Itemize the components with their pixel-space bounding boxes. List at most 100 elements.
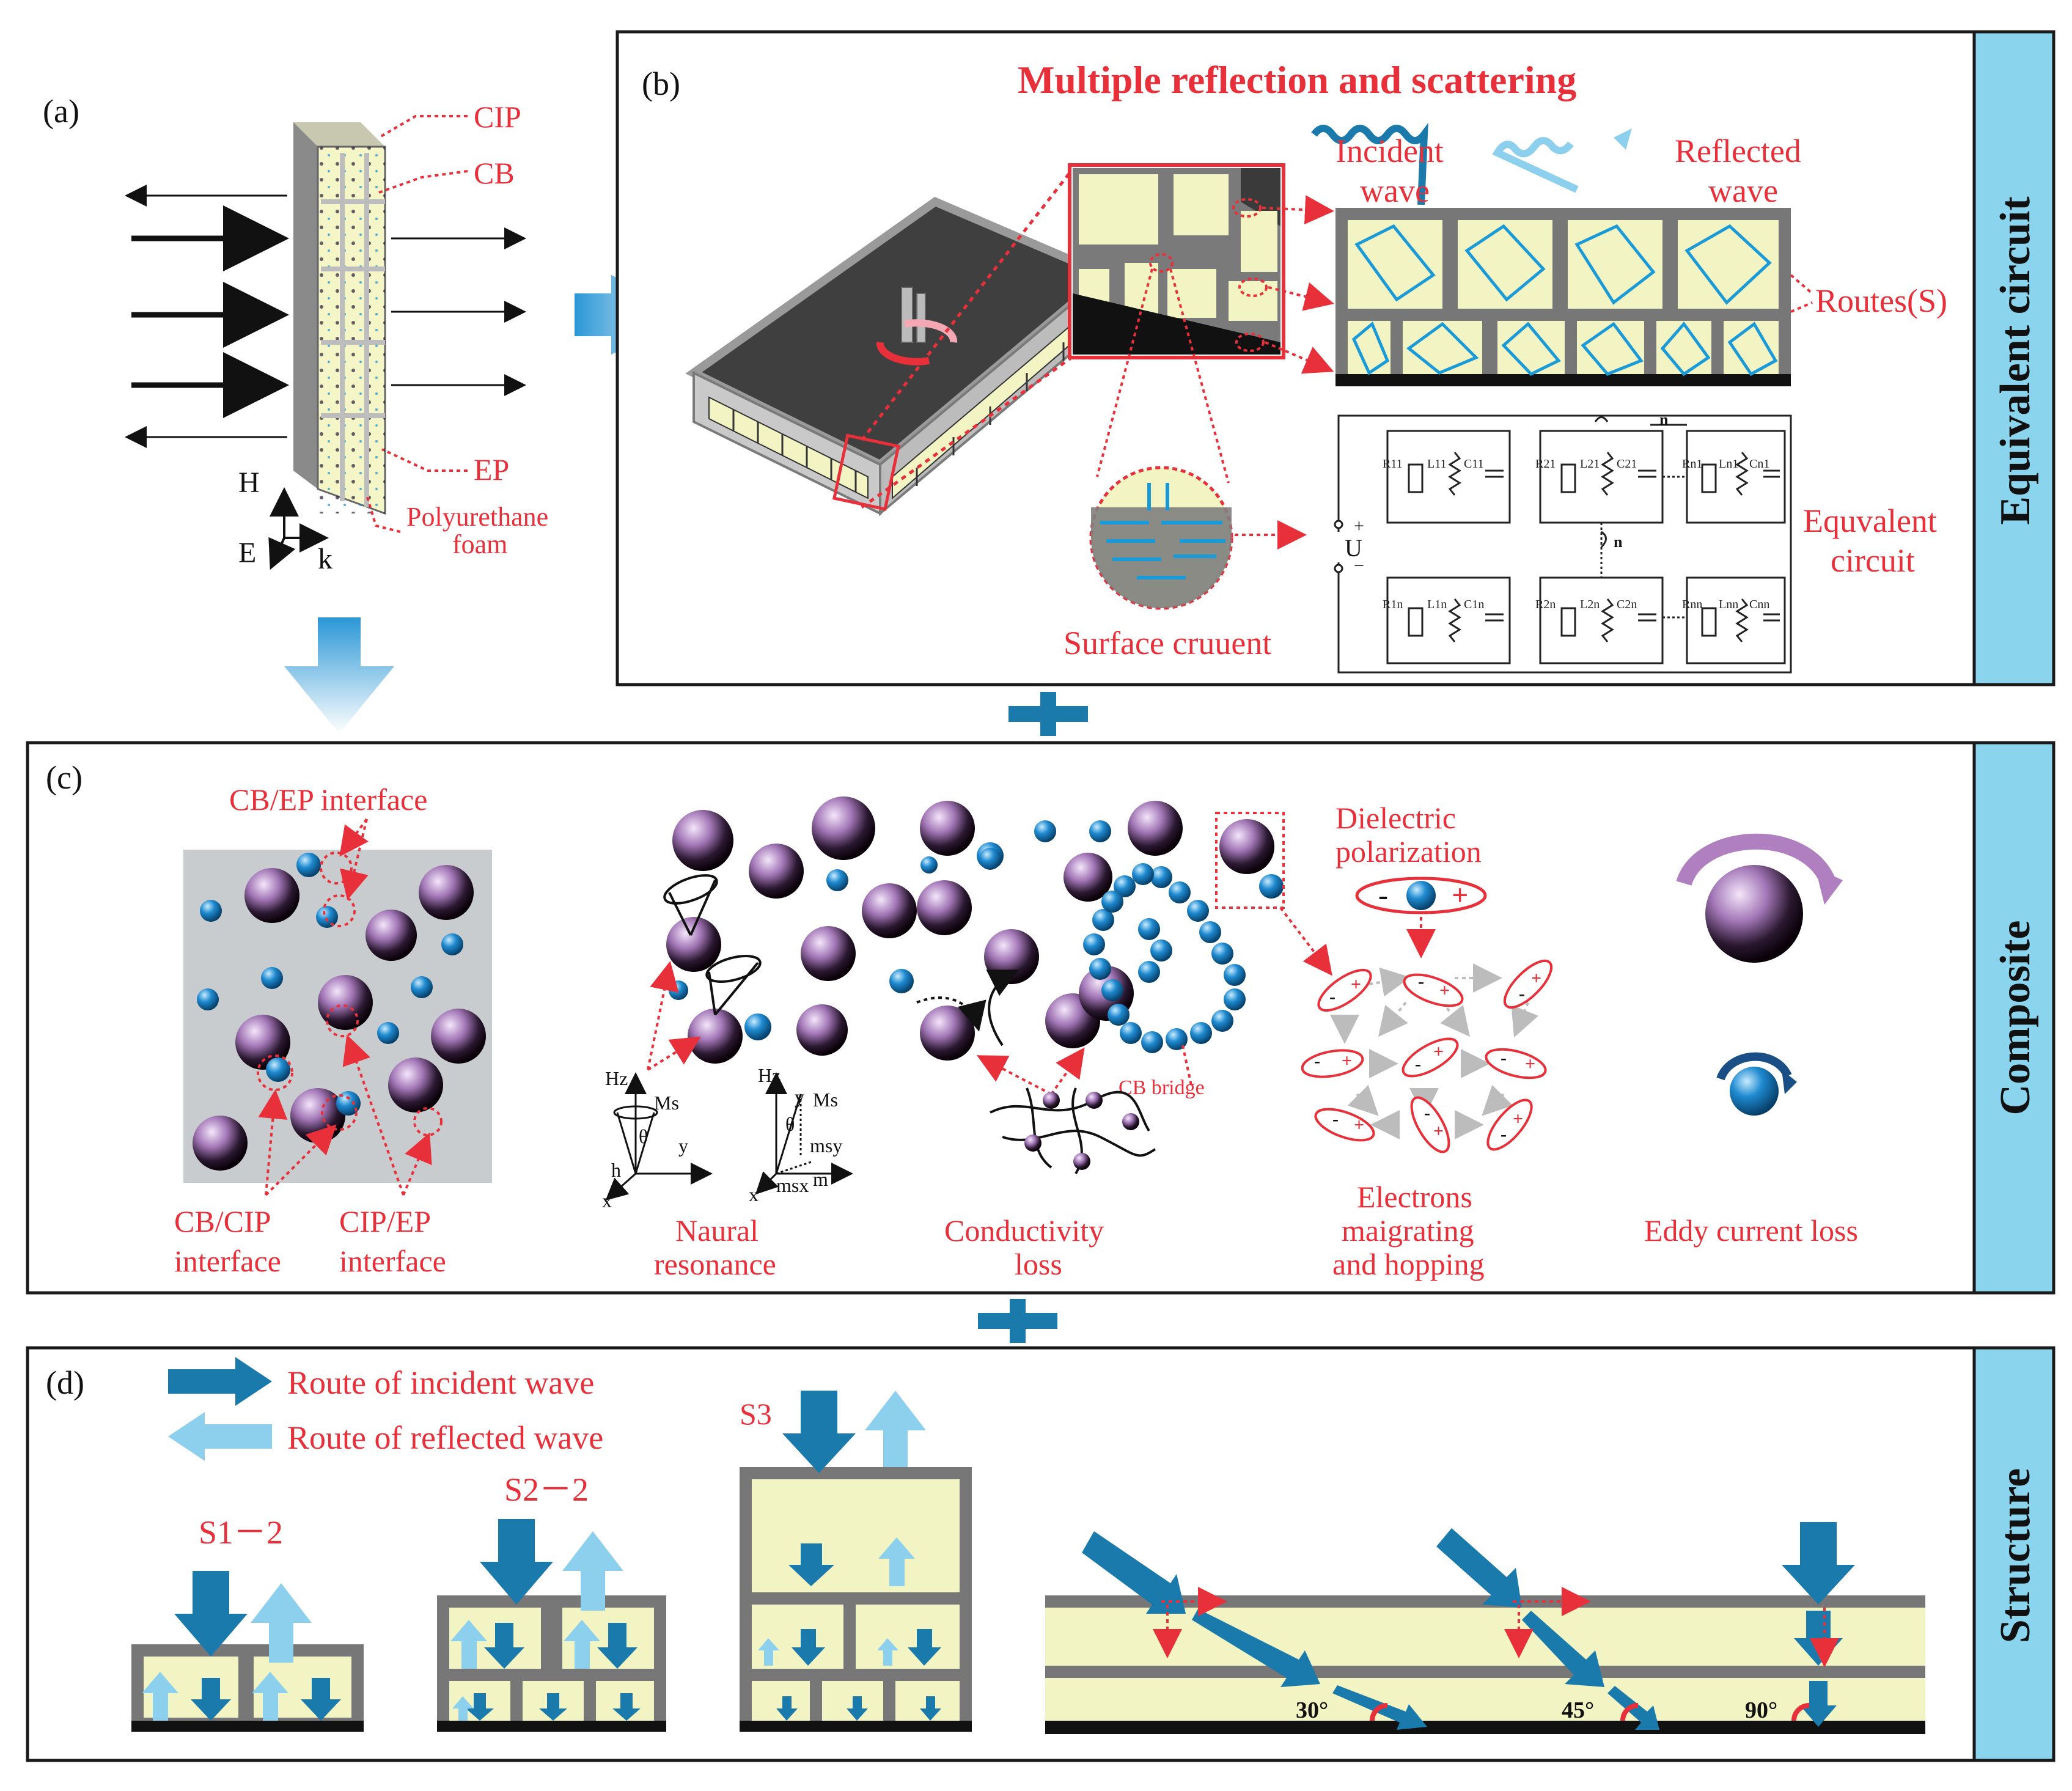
c-c1n: C1n [1464, 598, 1484, 611]
axis-msy: msy [810, 1135, 842, 1157]
eddy-label: Eddy current loss [1644, 1213, 1858, 1248]
c-lnn: Lnn [1719, 598, 1738, 611]
panel-a-label: (a) [43, 93, 79, 130]
panel-b: Equivalent circuit (b) Multiple reflecti… [615, 30, 2055, 686]
axis-h-label: H [238, 466, 260, 499]
svg-text:-: - [1501, 1124, 1507, 1144]
natural-label-2: resonance [654, 1247, 776, 1281]
sidebar-structure [1972, 1346, 2055, 1762]
structure-s3 [740, 1391, 972, 1732]
structure-s2 [437, 1519, 666, 1732]
axis-m: m [813, 1168, 828, 1190]
c-c21: C21 [1617, 457, 1637, 471]
c-r11: R11 [1383, 457, 1403, 471]
panel-b-title: Multiple reflection and scattering [1018, 58, 1576, 101]
equivalent-circuit [1334, 414, 1792, 674]
axes-a [268, 487, 329, 570]
route-structure [1311, 122, 1791, 386]
axis-e-label: E [238, 537, 256, 569]
reflected-label-2: wave [1708, 172, 1778, 209]
electrons-label-3: and hopping [1332, 1247, 1485, 1281]
axis-ms-1: Ms [654, 1092, 679, 1114]
panel-d-label: (d) [46, 1364, 84, 1401]
plus-icon-1 [1008, 692, 1088, 736]
c-c11: C11 [1464, 457, 1484, 471]
svg-text:+: + [1525, 1054, 1535, 1074]
arrow-a-to-c [284, 617, 394, 734]
c-l2n: L2n [1580, 598, 1600, 611]
svg-text:+: + [1342, 1051, 1352, 1071]
axis-x-1: x [602, 1190, 612, 1212]
panel-a: (a) C [43, 93, 548, 575]
svg-text:-: - [1418, 971, 1424, 991]
dipole-network: +++ +++ +++ --- --- --- [1301, 959, 1553, 1153]
angle-90-label: 90° [1745, 1697, 1777, 1723]
legend-reflected-label: Route of reflected wave [287, 1419, 603, 1456]
axis-k-label: k [318, 543, 332, 575]
slab-side [293, 122, 318, 489]
svg-text:+: + [1452, 879, 1468, 911]
axis-hz-1: Hz [605, 1067, 628, 1089]
reflected-wave-icon [1492, 137, 1579, 193]
conductivity-label-1: Conductivity [944, 1213, 1104, 1248]
matrix-particles [193, 853, 486, 1171]
axis-y-2: y [795, 1086, 804, 1108]
eddy-cb-sphere [1730, 1067, 1779, 1116]
label-cb: CB [474, 156, 515, 190]
c-rn1: Rn1 [1682, 457, 1702, 471]
svg-text:-: - [1501, 1048, 1507, 1068]
c-rnn: Rnn [1682, 598, 1702, 611]
svg-text:-: - [1329, 987, 1335, 1007]
incident-arrows-a [125, 185, 526, 448]
sidebar-equivalent [1972, 30, 2055, 686]
svg-text:-: - [1519, 984, 1525, 1004]
svg-text:+: + [1433, 1121, 1444, 1141]
c-l11: L11 [1427, 457, 1446, 471]
axis-ms-2: Ms [813, 1089, 838, 1111]
panel-d: Structure (d) Route of incident wave Rou… [26, 1346, 2055, 1762]
c-cnn: Cnn [1749, 598, 1769, 611]
c-c2n: C2n [1617, 598, 1637, 611]
svg-text:-: - [1415, 1054, 1421, 1074]
legend-incident-label: Route of incident wave [287, 1364, 594, 1401]
c-r21: R21 [1535, 457, 1556, 471]
c-r2n: R2n [1535, 598, 1556, 611]
plus-icon-2 [978, 1299, 1057, 1343]
axis-h-1: h [611, 1159, 621, 1181]
svg-text:+: + [1354, 1115, 1364, 1135]
svg-text:-: - [1332, 1109, 1339, 1129]
rotation-arrow-icon [1676, 833, 1835, 886]
svg-text:+: + [1513, 1109, 1523, 1129]
sidebar-equivalent-label: Equivalent circuit [1992, 196, 2039, 524]
axis-x-2: x [749, 1183, 759, 1205]
circuit-n-mid: n [1614, 533, 1623, 551]
electrons-label-2: maigrating [1342, 1213, 1474, 1248]
reflected-label-1: Reflected [1675, 133, 1801, 169]
panel-c-label: (c) [46, 759, 83, 796]
c-cn1: Cn1 [1749, 457, 1769, 471]
svg-text:+: + [1531, 968, 1541, 988]
c-r1n: R1n [1383, 598, 1403, 611]
equivalent-label-1: Equvalent [1803, 502, 1937, 539]
s1-label: S1－2 [199, 1514, 283, 1551]
axis-theta-2: θ [785, 1113, 795, 1135]
cb-bridge-label: CB bridge [1119, 1076, 1205, 1099]
angle-30-label: 30° [1296, 1697, 1328, 1723]
sidebar-structure-label: Structure [1992, 1468, 2039, 1643]
c-l21: L21 [1580, 457, 1600, 471]
natural-label-1: Naural [675, 1213, 759, 1248]
svg-text:+: + [1433, 1042, 1444, 1062]
sidebar-composite-label: Composite [1992, 921, 2039, 1116]
circuit-minus: − [1354, 556, 1364, 576]
label-ep: EP [474, 452, 509, 487]
panel-c: Composite (c) [26, 741, 2055, 1295]
incident-wave-icon [1311, 122, 1428, 205]
axis-hz-2: Hz [758, 1064, 781, 1086]
svg-text:-: - [1314, 1051, 1320, 1071]
sidebar-composite [1972, 741, 2055, 1295]
cb-cip-label-2: interface [174, 1244, 281, 1278]
dielectric-label-1: Dielectric [1335, 801, 1456, 835]
structure-s1 [131, 1571, 364, 1732]
s3-label: S3 [740, 1397, 772, 1431]
surface-current-label: Surface cruuent [1064, 625, 1271, 661]
